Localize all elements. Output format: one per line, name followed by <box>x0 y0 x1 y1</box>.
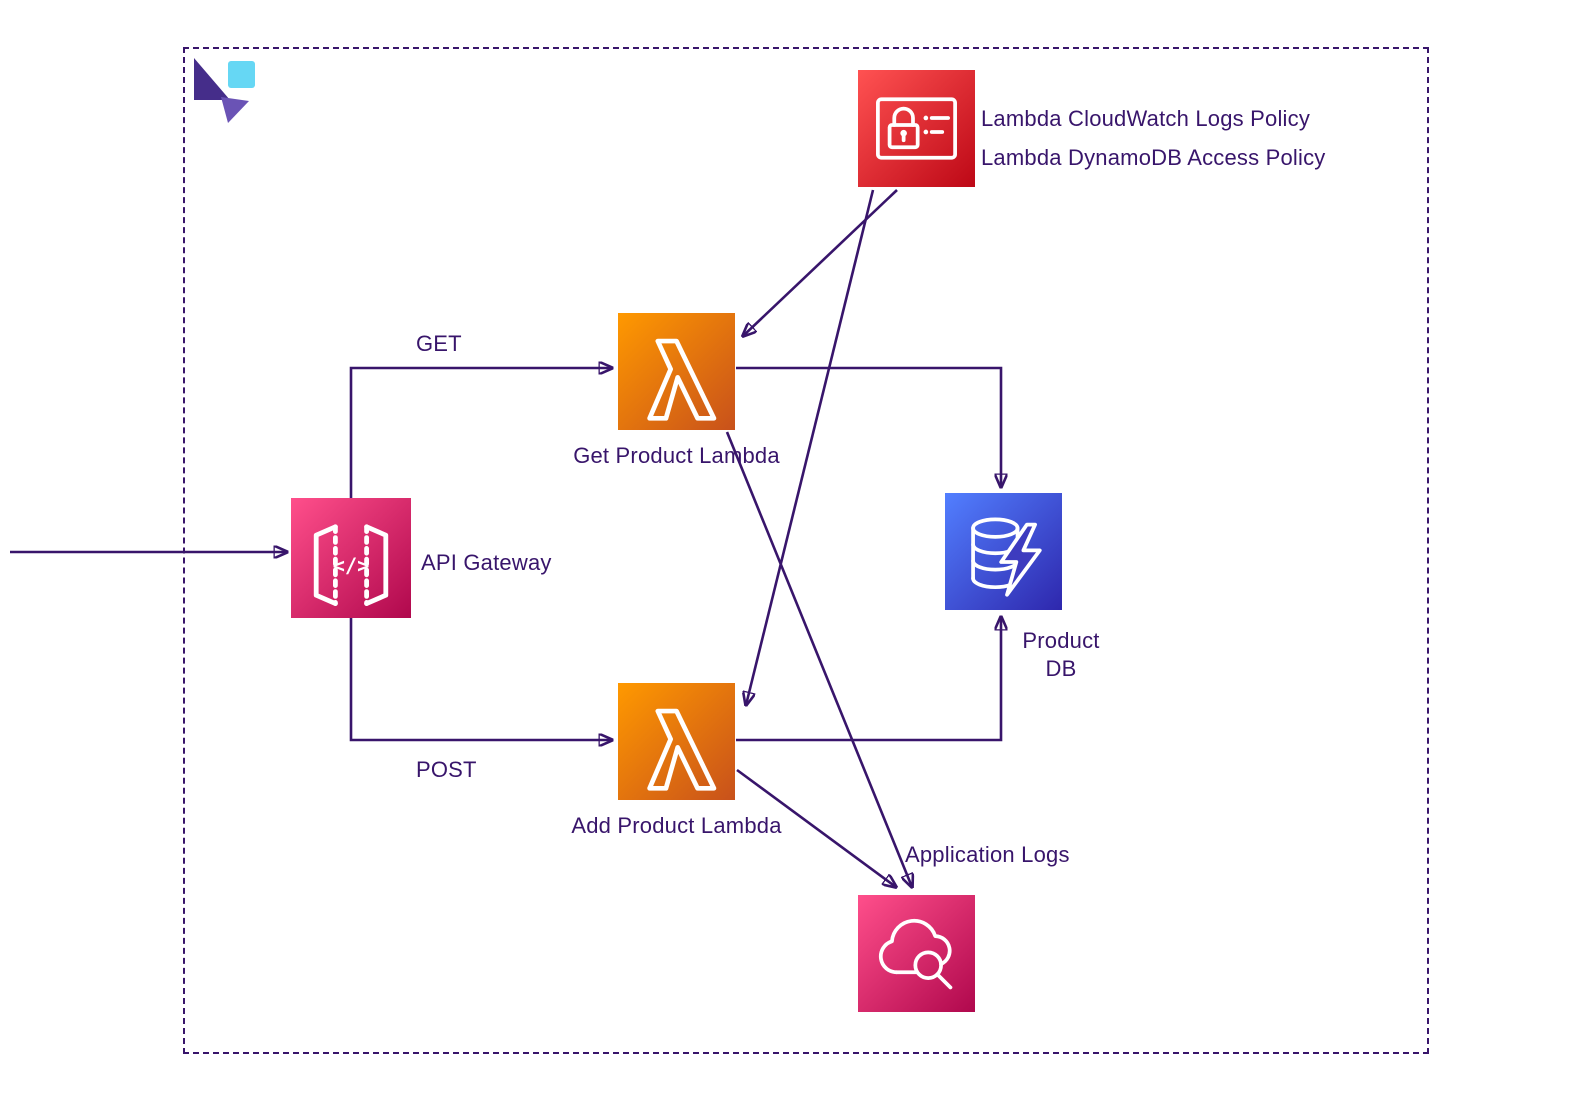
api-gateway-icon[interactable]: </> <box>291 498 411 618</box>
edge-add-lambda-to-db <box>736 617 1001 742</box>
edge-label-post: POST <box>416 757 477 782</box>
lambda-icon <box>647 338 717 421</box>
svg-text:</>: </> <box>333 553 370 577</box>
api-gateway-brackets-icon: </> <box>313 524 389 606</box>
iam-policy-label-cloudwatch: Lambda CloudWatch Logs Policy <box>981 106 1311 131</box>
id-card-lock-icon <box>876 97 957 160</box>
cloud-magnifier-icon <box>878 918 953 990</box>
product-db-label-line2: DB <box>1045 656 1077 681</box>
database-lightning-icon <box>971 517 1042 597</box>
application-logs-label: Application Logs <box>905 842 1070 867</box>
get-product-lambda-label: Get Product Lambda <box>573 443 780 468</box>
diagram-tool-logo <box>192 54 264 128</box>
product-db-label-line1: Product <box>1022 628 1100 653</box>
edge-policy-to-get-lambda <box>743 189 898 336</box>
edge-get-lambda-to-db <box>736 366 1001 487</box>
iam-policy-label-dynamodb: Lambda DynamoDB Access Policy <box>981 145 1326 170</box>
cloudwatch-logs-icon[interactable] <box>858 895 975 1012</box>
product-db-icon[interactable] <box>945 493 1062 610</box>
api-gateway-label: API Gateway <box>421 550 552 575</box>
iam-policy-labels: Lambda CloudWatch Logs Policy Lambda Dyn… <box>981 99 1326 177</box>
lambda-icon <box>647 708 717 791</box>
diagram-frame <box>183 47 1429 1054</box>
edge-get-lambda-to-logs <box>725 431 912 887</box>
edge-label-get: GET <box>416 331 462 356</box>
logo-icon <box>194 58 255 123</box>
add-product-lambda-label: Add Product Lambda <box>571 813 782 838</box>
add-product-lambda-icon[interactable] <box>618 683 735 800</box>
edge-apigw-to-add-lambda <box>349 618 612 740</box>
get-product-lambda-icon[interactable] <box>618 313 735 430</box>
iam-policy-icon[interactable] <box>858 70 975 187</box>
edge-policy-to-add-lambda <box>746 189 875 705</box>
product-db-label: Product DB <box>985 627 1137 683</box>
edge-apigw-to-get-lambda <box>349 368 612 498</box>
edge-add-lambda-to-logs <box>736 768 896 887</box>
